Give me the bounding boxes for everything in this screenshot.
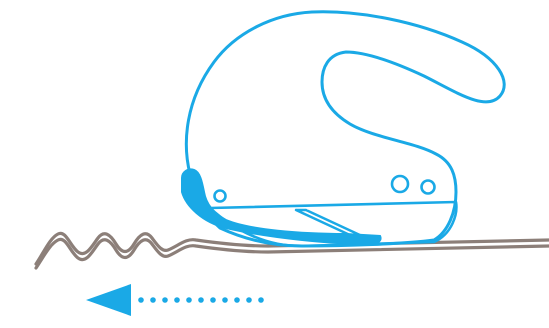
arrow-head xyxy=(86,284,131,316)
arrow-dot xyxy=(138,297,144,303)
arrow-dot xyxy=(198,297,204,303)
left-arrow-icon xyxy=(86,284,264,316)
arrow-dot xyxy=(150,297,156,303)
arrow-dot xyxy=(186,297,192,303)
arrow-dot xyxy=(210,297,216,303)
arrow-dotted-trail xyxy=(138,297,264,303)
arrow-dot xyxy=(258,297,264,303)
arrow-dot xyxy=(174,297,180,303)
wire-stripper-tool-icon xyxy=(182,12,504,246)
arrow-dot xyxy=(222,297,228,303)
arrow-dot xyxy=(246,297,252,303)
arrow-dot xyxy=(234,297,240,303)
arrow-dot xyxy=(162,297,168,303)
